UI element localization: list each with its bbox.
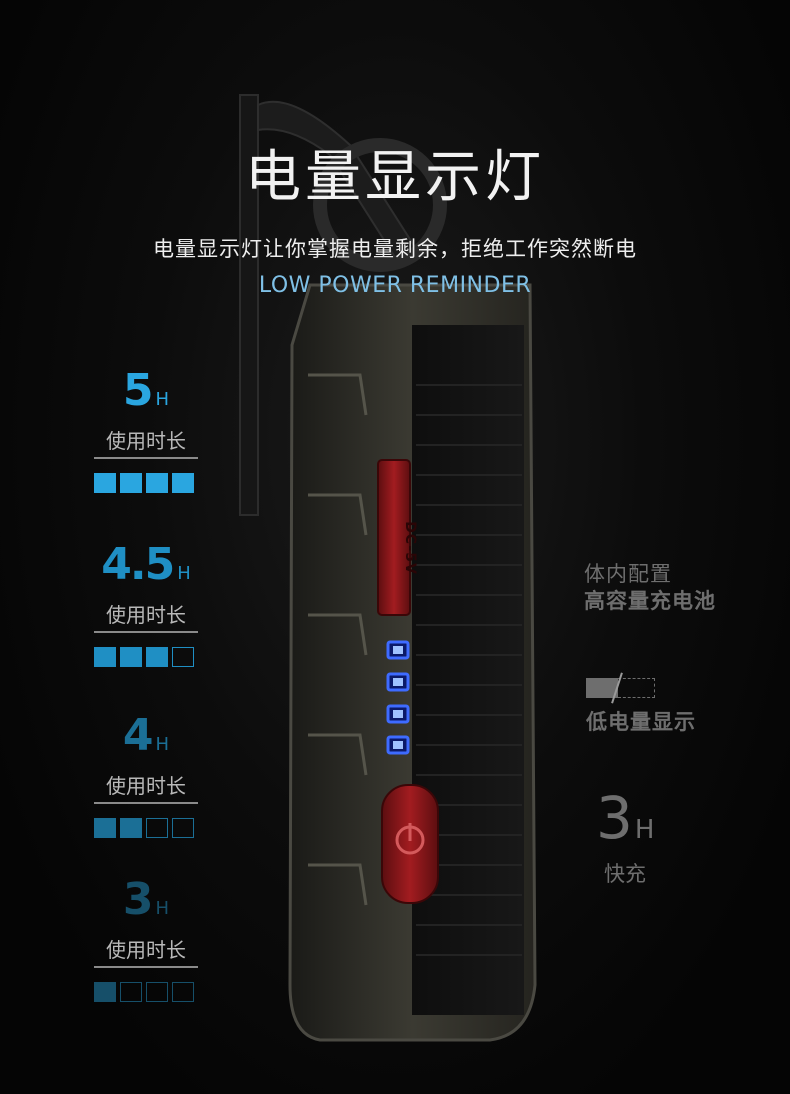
- low-battery-icon: [586, 672, 656, 704]
- battery-info-line2: 高容量充电池: [584, 589, 716, 613]
- power-button: [381, 784, 439, 904]
- level-usage-label: 使用时长: [94, 934, 198, 968]
- level-bar-filled: [94, 647, 116, 667]
- level-bar-empty: [172, 818, 194, 838]
- level-bar-filled: [146, 473, 168, 493]
- fast-charge-label: 快充: [604, 862, 646, 886]
- level-usage-label: 使用时长: [94, 770, 198, 804]
- level-bar-empty: [172, 647, 194, 667]
- dc-port-cover: [377, 459, 411, 616]
- device-hook: [239, 94, 259, 516]
- level-bars: [94, 982, 198, 1002]
- level-usage-label: 使用时长: [94, 425, 198, 459]
- level-bars: [94, 818, 198, 838]
- level-bar-filled: [172, 473, 194, 493]
- level-bar-filled: [94, 818, 116, 838]
- low-power-label: 低电量显示: [586, 710, 696, 734]
- level-bars: [94, 473, 198, 493]
- level-bar-filled: [120, 647, 142, 667]
- level-bar-empty: [120, 982, 142, 1002]
- battery-info-line1: 体内配置: [584, 562, 672, 586]
- level-bar-filled: [120, 818, 142, 838]
- page-title: 电量显示灯: [245, 145, 545, 210]
- battery-leds: [386, 640, 410, 755]
- level-bar-empty: [146, 982, 168, 1002]
- work-light-device-image: [239, 94, 537, 1042]
- level-bars: [94, 647, 198, 667]
- dc-port-label: DC-5V: [402, 521, 418, 575]
- fast-charge-hours: 3H: [596, 784, 655, 852]
- page-subtitle: 电量显示灯让你掌握电量剩余，拒绝工作突然断电: [153, 237, 637, 261]
- level-bar-empty: [172, 982, 194, 1002]
- device-magnet-ring: [313, 138, 447, 272]
- level-bar-filled: [146, 647, 168, 667]
- level-usage-label: 使用时长: [94, 599, 198, 633]
- level-bar-empty: [146, 818, 168, 838]
- english-subtitle: LOW POWER REMINDER: [258, 273, 532, 298]
- level-bar-filled: [94, 982, 116, 1002]
- level-bar-filled: [120, 473, 142, 493]
- level-bar-filled: [94, 473, 116, 493]
